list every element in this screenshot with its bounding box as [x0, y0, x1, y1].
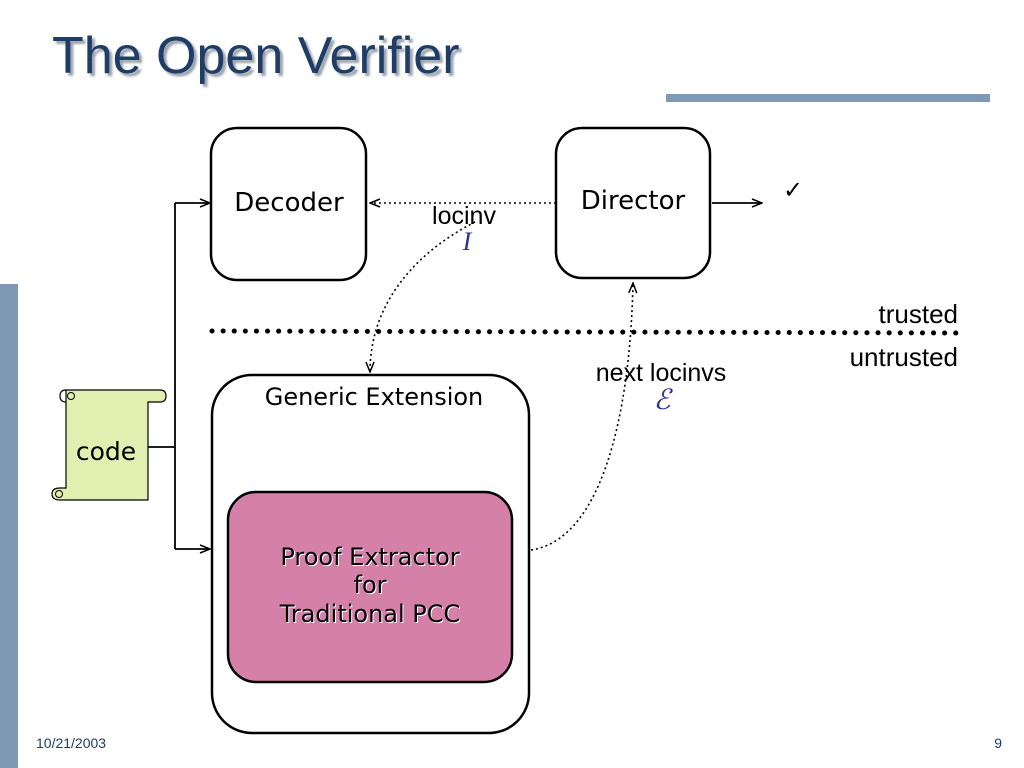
left-accent-bar	[0, 284, 18, 768]
untrusted-label: untrusted	[850, 342, 958, 372]
title-underline	[666, 94, 990, 102]
proof-extractor-node: Proof Extractor for Traditional PCC	[226, 490, 514, 684]
decoder-label: Decoder	[234, 188, 344, 218]
next-locinvs-arrow	[530, 283, 633, 551]
proof-extractor-line-3: Traditional PCC	[279, 600, 461, 628]
proof-extractor-line-2: for	[354, 571, 387, 599]
next-locinvs-symbol: ℰ	[654, 385, 674, 416]
locinv-symbol: I	[462, 227, 473, 256]
locinv-label: locinv	[432, 202, 496, 230]
decoder-node: Decoder	[209, 126, 368, 282]
checkmark-icon: ✓	[783, 176, 803, 204]
code-connector	[148, 203, 210, 549]
code-label: code	[76, 437, 136, 466]
page-number: 9	[994, 735, 1002, 751]
code-scroll: code	[51, 389, 167, 501]
footer-date: 10/21/2003	[36, 735, 107, 751]
locinv-to-extension-arrow	[370, 221, 476, 372]
next-locinvs-label: next locinvs	[596, 359, 727, 387]
trust-boundary-line	[209, 328, 961, 336]
proof-extractor-line-1: Proof Extractor	[280, 543, 459, 571]
director-label: Director	[581, 186, 686, 216]
generic-extension-label: Generic Extension	[265, 383, 484, 411]
slide-title: The Open Verifier	[52, 27, 460, 85]
director-node: Director	[554, 126, 712, 280]
trusted-label: trusted	[879, 299, 959, 329]
